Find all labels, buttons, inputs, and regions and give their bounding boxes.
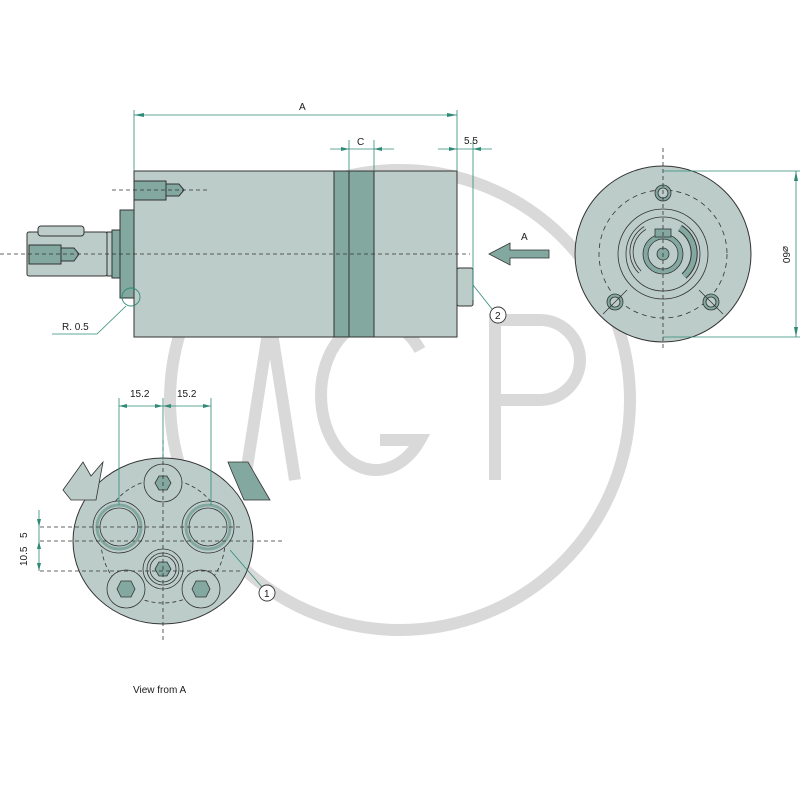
side-view: R. 0.5 A C 5.5 2 A — [0, 102, 550, 338]
callout-2: 2 — [495, 311, 501, 322]
dim-c-label: C — [357, 137, 364, 148]
diameter-label: ⌀60 — [780, 246, 791, 264]
dim-v-small-label: 5 — [19, 532, 30, 538]
view-caption: View from A — [133, 685, 187, 696]
port-view: 15.2 15.2 5 10.5 1 — [19, 389, 285, 640]
view-arrow-icon — [488, 242, 550, 266]
dim-right-label: 15.2 — [177, 389, 197, 400]
radius-label: R. 0.5 — [62, 322, 89, 333]
inlet-arrow-icon — [62, 460, 104, 501]
dim-a-label: A — [299, 102, 306, 113]
dim-v-large-label: 10.5 — [19, 546, 30, 566]
dim-left-label: 15.2 — [130, 389, 150, 400]
dim-end-label: 5.5 — [464, 136, 478, 147]
view-arrow-label: A — [521, 232, 528, 243]
outlet-arrow-icon — [227, 461, 271, 501]
end-view: ⌀60 — [574, 148, 800, 350]
callout-1: 1 — [264, 589, 270, 600]
